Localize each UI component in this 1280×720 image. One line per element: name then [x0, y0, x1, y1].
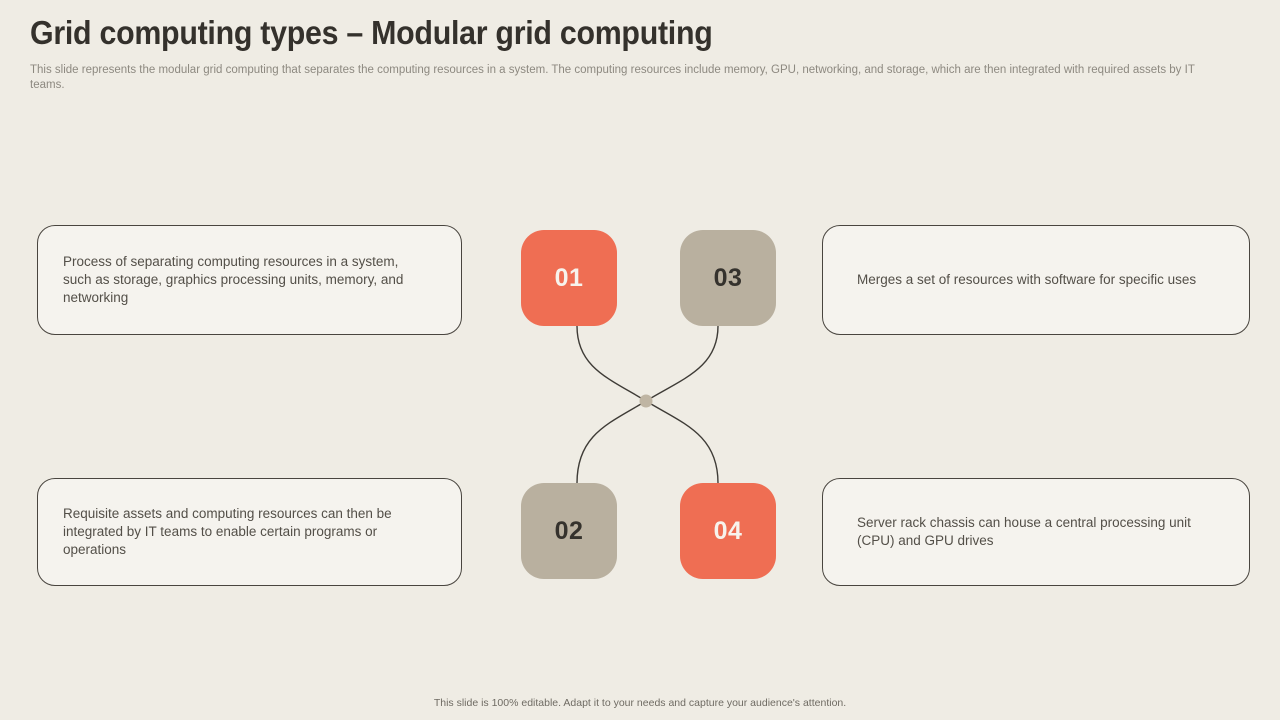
description-box-02: Requisite assets and computing resources…	[37, 478, 462, 586]
slide-subtitle: This slide represents the modular grid c…	[30, 64, 1195, 92]
node-square-04: 04	[680, 483, 776, 579]
description-box-04: Server rack chassis can house a central …	[822, 478, 1250, 586]
node-label-02: 02	[554, 516, 584, 545]
node-label-03: 03	[713, 263, 743, 292]
description-box-01: Process of separating computing resource…	[37, 225, 462, 335]
node-label-01: 01	[554, 263, 584, 292]
node-square-02: 02	[521, 483, 617, 579]
node-square-01: 01	[521, 230, 617, 326]
description-text-02: Requisite assets and computing resources…	[63, 506, 392, 557]
node-label-04: 04	[713, 516, 743, 545]
node-square-03: 03	[680, 230, 776, 326]
slide-title: Grid computing types – Modular grid comp…	[30, 14, 713, 51]
center-hub-dot	[639, 394, 653, 408]
description-box-03: Merges a set of resources with software …	[822, 225, 1250, 335]
description-text-04: Server rack chassis can house a central …	[857, 515, 1191, 548]
slide-footer-note: This slide is 100% editable. Adapt it to…	[433, 697, 847, 709]
description-text-03: Merges a set of resources with software …	[857, 272, 1197, 288]
description-text-01: Process of separating computing resource…	[63, 254, 404, 305]
